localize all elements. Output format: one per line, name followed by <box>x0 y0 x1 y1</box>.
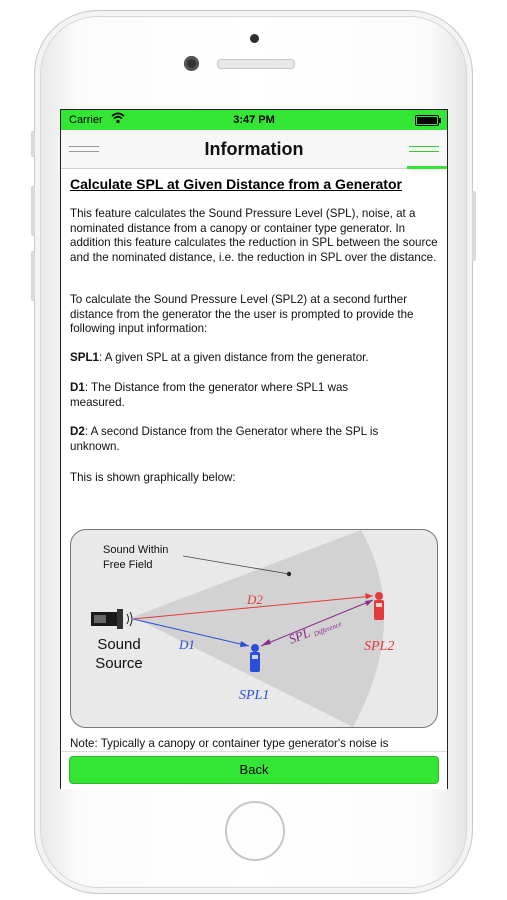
free-field-cone <box>133 530 385 727</box>
carrier-label: Carrier <box>69 114 103 126</box>
status-time: 3:47 PM <box>233 114 275 126</box>
wifi-icon <box>111 112 125 127</box>
spl1-meter-icon <box>250 644 260 672</box>
source-label-1: Sound <box>97 636 140 653</box>
proximity-sensor <box>250 34 259 43</box>
d2-arrowhead <box>365 593 373 599</box>
section-heading: Calculate SPL at Given Distance from a G… <box>70 176 402 192</box>
free-field-leader <box>182 555 290 575</box>
d1-term: D1 <box>70 381 85 394</box>
spl1-text: : A given SPL at a given distance from t… <box>99 351 369 364</box>
d1-label: D1 <box>178 637 195 652</box>
d2-label: D2 <box>246 592 263 607</box>
source-label-2: Source <box>95 655 143 672</box>
page-title: Information <box>204 139 304 159</box>
graphic-intro: This is shown graphically below: <box>70 471 236 484</box>
generator-icon <box>91 609 133 629</box>
volume-up-button <box>31 186 35 236</box>
d2-term: D2 <box>70 425 85 438</box>
back-button[interactable]: Back <box>69 756 439 784</box>
input-paragraph: To calculate the Sound Pressure Level (S… <box>70 293 414 335</box>
info-scroll-view[interactable]: Calculate SPL at Given Distance from a G… <box>61 169 447 751</box>
spl-diagram: Sound Within Free Field Sound Source D2 <box>70 529 438 728</box>
screen: Carrier 3:47 PM Information Calculate SP… <box>60 109 448 789</box>
navigation-bar: Information <box>61 130 447 169</box>
spl-diff-arrow-a <box>261 639 271 646</box>
earpiece-speaker <box>217 59 295 69</box>
volume-down-button <box>31 251 35 301</box>
spl1-definition: SPL1: A given SPL at a given distance fr… <box>70 351 438 366</box>
nav-right-ornament <box>409 146 439 152</box>
spl-diff-line <box>260 599 374 647</box>
d1-definition: D1: The Distance from the generator wher… <box>70 381 390 410</box>
nav-left-ornament <box>69 146 99 152</box>
spl2-label: SPL2 <box>364 639 394 654</box>
battery-icon <box>415 115 441 126</box>
d1-line <box>132 618 250 647</box>
status-bar: Carrier 3:47 PM <box>61 110 447 130</box>
home-button[interactable] <box>225 801 285 861</box>
d2-text: : A second Distance from the Generator w… <box>70 425 379 453</box>
spl1-label: SPL1 <box>239 688 269 703</box>
spl-diagram-graphic: Sound Within Free Field Sound Source D2 <box>91 530 394 727</box>
intro-paragraph: This feature calculates the Sound Pressu… <box>70 207 438 264</box>
free-field-label-1: Sound Within <box>103 544 168 556</box>
d2-line <box>132 595 374 620</box>
d1-arrowhead <box>240 641 249 647</box>
spl1-term: SPL1 <box>70 351 99 364</box>
note-text: Note: Typically a canopy or container ty… <box>70 737 389 750</box>
nav-accent-strip <box>407 166 447 169</box>
spl-diff-arrow-b <box>365 600 373 606</box>
spl2-meter-icon <box>374 592 384 620</box>
mute-switch <box>31 131 35 157</box>
d2-definition: D2: A second Distance from the Generator… <box>70 425 400 454</box>
power-button <box>472 191 476 261</box>
d1-text: : The Distance from the generator where … <box>70 381 349 409</box>
front-camera <box>184 56 199 71</box>
bottom-toolbar: Back <box>61 751 447 789</box>
free-field-label-2: Free Field <box>103 559 153 571</box>
